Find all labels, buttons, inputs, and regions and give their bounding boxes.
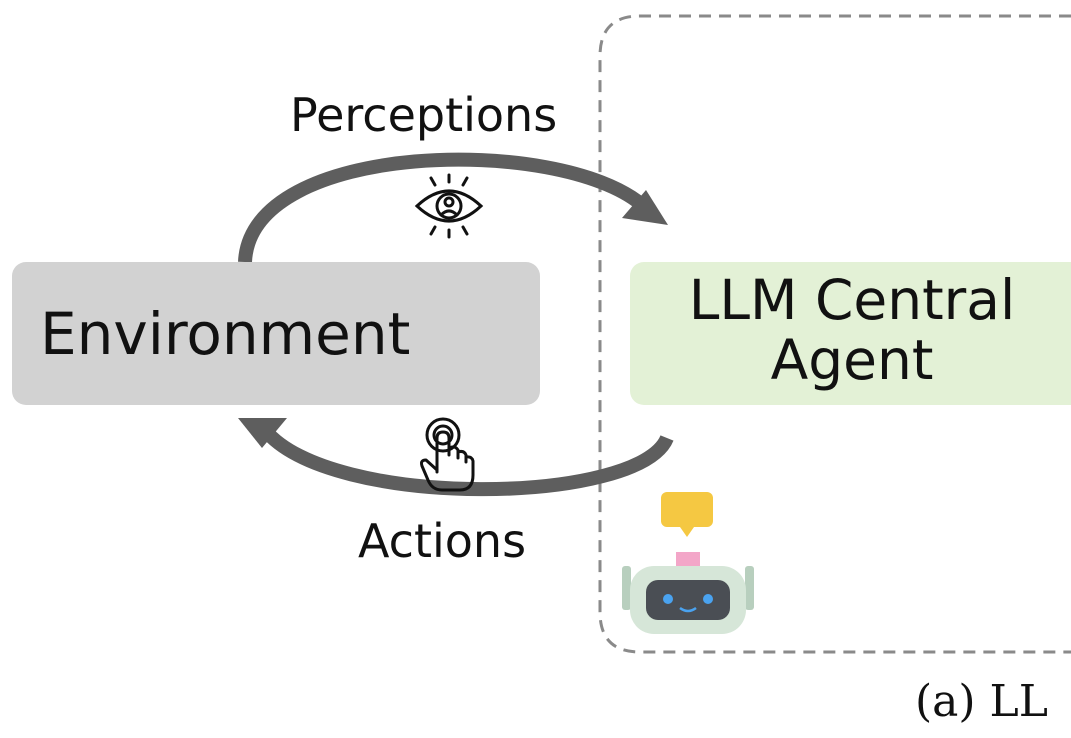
actions-label: Actions [358,514,527,568]
environment-label: Environment [40,300,411,368]
agent-container-border [598,14,1071,654]
perceptions-arrow [238,152,647,263]
perceptions-arrowhead [622,190,668,225]
tap-hand-icon [420,417,475,492]
eye-icon [414,173,484,239]
agent-label-line1: LLM Central [688,268,1016,332]
robot-icon [622,492,754,634]
figure-caption: (a) LL [915,676,1048,727]
actions-arrow [259,425,674,497]
environment-box [12,262,540,405]
agent-box [630,262,1071,405]
perceptions-label: Perceptions [290,88,558,142]
agent-label-line2: Agent [770,328,934,392]
actions-arrowhead [238,418,287,448]
